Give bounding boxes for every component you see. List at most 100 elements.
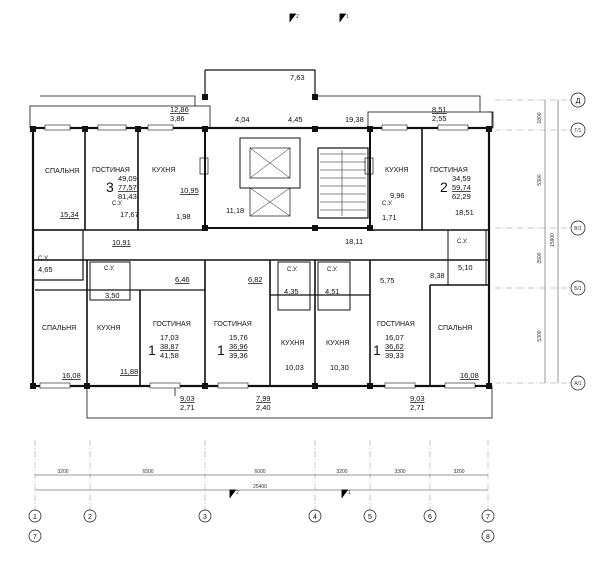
axis-label: В/1 bbox=[574, 226, 582, 232]
area-value: 4,65 bbox=[38, 265, 53, 274]
axis-label: 8 bbox=[486, 534, 490, 541]
room-label-kitchen: КУХНЯ bbox=[281, 340, 304, 347]
area-value: 8,38 bbox=[430, 271, 445, 280]
room-label-bedroom: СПАЛЬНЯ bbox=[45, 168, 79, 175]
room-label-bath: С.У. bbox=[382, 201, 393, 207]
area-value: 7,63 bbox=[290, 73, 305, 82]
section-number: 2 bbox=[236, 490, 239, 496]
area-value: 10,91 bbox=[112, 238, 131, 247]
room-count: 1 bbox=[148, 342, 156, 358]
room-label-living: ГОСТИНАЯ bbox=[430, 167, 468, 174]
area-value: 3,86 bbox=[170, 114, 185, 123]
total-area: 41,58 bbox=[160, 351, 179, 360]
net-area: 77,57 bbox=[118, 183, 137, 192]
area-value: 19,38 bbox=[345, 115, 364, 124]
dim-value: 3200 bbox=[57, 469, 68, 475]
room-label-kitchen: КУХНЯ bbox=[152, 167, 175, 174]
room-label-living: ГОСТИНАЯ bbox=[377, 321, 415, 328]
windows bbox=[39, 124, 476, 389]
area-value: 5,75 bbox=[380, 276, 395, 285]
dimension-text: 3200 6500 6000 3200 3300 3200 25400 1800… bbox=[57, 112, 556, 490]
area-value: 16,08 bbox=[62, 371, 81, 380]
dim-value: 1800 bbox=[537, 112, 543, 123]
area-value: 11,18 bbox=[226, 206, 244, 215]
room-label-bath: С.У. bbox=[112, 201, 123, 207]
apartment-1room-b-summary: 1 15,76 36,96 39,36 bbox=[217, 333, 248, 360]
axis-label: Б/1 bbox=[574, 286, 582, 292]
dim-total: 15900 bbox=[550, 233, 556, 247]
area-value: 2,55 bbox=[432, 114, 447, 123]
area-value: 10,03 bbox=[285, 363, 304, 372]
section-numbers: 2 1 2 1 bbox=[236, 14, 351, 496]
apartment-1room-a-summary: 1 17,03 38,87 41,58 bbox=[148, 333, 179, 360]
dim-value: 5300 bbox=[537, 330, 543, 341]
area-value: 2,71 bbox=[410, 403, 425, 412]
area-value: 4,04 bbox=[235, 115, 250, 124]
axis-label: 5 bbox=[368, 514, 372, 521]
area-value: 6,46 bbox=[175, 275, 190, 284]
axis-label: Д bbox=[576, 98, 581, 105]
dim-value: 3200 bbox=[453, 469, 464, 475]
section-cut-marks bbox=[229, 13, 348, 498]
room-label-bath: С.У. bbox=[327, 267, 338, 273]
total-area: 81,43 bbox=[118, 192, 137, 201]
net-area: 59,74 bbox=[452, 183, 471, 192]
section-number: 1 bbox=[348, 490, 351, 496]
dim-value: 3300 bbox=[394, 469, 405, 475]
axis-label: 2 bbox=[88, 514, 92, 521]
area-value: 7,99 bbox=[256, 394, 271, 403]
area-value: 10,30 bbox=[330, 363, 349, 372]
room-count: 1 bbox=[217, 342, 225, 358]
dim-total: 25400 bbox=[253, 484, 267, 490]
area-value: 1,98 bbox=[176, 212, 191, 221]
area-value: 6,82 bbox=[248, 275, 263, 284]
section-number: 2 bbox=[296, 14, 299, 20]
area-value: 9,03 bbox=[180, 394, 195, 403]
area-value: 3,50 bbox=[105, 291, 120, 300]
net-area: 38,87 bbox=[160, 342, 179, 351]
room-label-living: ГОСТИНАЯ bbox=[153, 321, 191, 328]
axis-labels: 1 2 3 4 5 6 7 7 8 Д Г/1 В/1 Б/1 А/1 bbox=[33, 98, 582, 541]
section-number: 1 bbox=[346, 14, 349, 20]
walls bbox=[29, 69, 494, 419]
total-area: 62,29 bbox=[452, 192, 471, 201]
room-label-bath: С.У. bbox=[287, 267, 298, 273]
axis-label: 3 bbox=[203, 514, 207, 521]
stair-steps bbox=[320, 150, 366, 216]
room-label-bath: С.У. bbox=[457, 239, 468, 245]
axis-label: 1 bbox=[33, 514, 37, 521]
axis-label: 7 bbox=[33, 534, 37, 541]
apartment-2room-summary: 2 34,59 59,74 62,29 bbox=[440, 174, 471, 201]
area-value: 2,40 bbox=[256, 403, 271, 412]
room-label-bedroom: СПАЛЬНЯ bbox=[438, 325, 472, 332]
area-value: 5,10 bbox=[458, 263, 473, 272]
area-value: 11,88 bbox=[120, 367, 138, 376]
dim-value: 5300 bbox=[537, 174, 543, 185]
living-area: 49,09 bbox=[118, 174, 137, 183]
axis-label: 7 bbox=[486, 514, 490, 521]
area-value: 18,51 bbox=[455, 208, 474, 217]
net-area: 36,96 bbox=[229, 342, 248, 351]
area-value: 4,35 bbox=[284, 287, 299, 296]
area-value: 16,08 bbox=[460, 371, 479, 380]
room-label-living: ГОСТИНАЯ bbox=[214, 321, 252, 328]
area-value: 1,71 bbox=[382, 213, 397, 222]
axis-label: А/1 bbox=[574, 381, 582, 387]
area-value: 17,67 bbox=[120, 210, 139, 219]
dim-value: 6000 bbox=[254, 469, 265, 475]
apartment-1room-c-summary: 1 16,07 36,62 39,33 bbox=[373, 333, 404, 360]
area-value: 4,51 bbox=[325, 287, 340, 296]
axis-label: Г/1 bbox=[575, 128, 582, 134]
room-count: 3 bbox=[106, 179, 114, 195]
room-count: 1 bbox=[373, 342, 381, 358]
area-value: 15,34 bbox=[60, 210, 79, 219]
room-areas: 7,63 12,86 3,86 15,34 17,67 10,95 4,65 1… bbox=[38, 73, 479, 412]
dim-value: 3200 bbox=[336, 469, 347, 475]
axis-label: 4 bbox=[313, 514, 317, 521]
total-area: 39,36 bbox=[229, 351, 248, 360]
area-value: 18,11 bbox=[345, 237, 363, 246]
area-value: 8,51 bbox=[432, 105, 447, 114]
net-area: 36,62 bbox=[385, 342, 404, 351]
room-label-kitchen: КУХНЯ bbox=[326, 340, 349, 347]
